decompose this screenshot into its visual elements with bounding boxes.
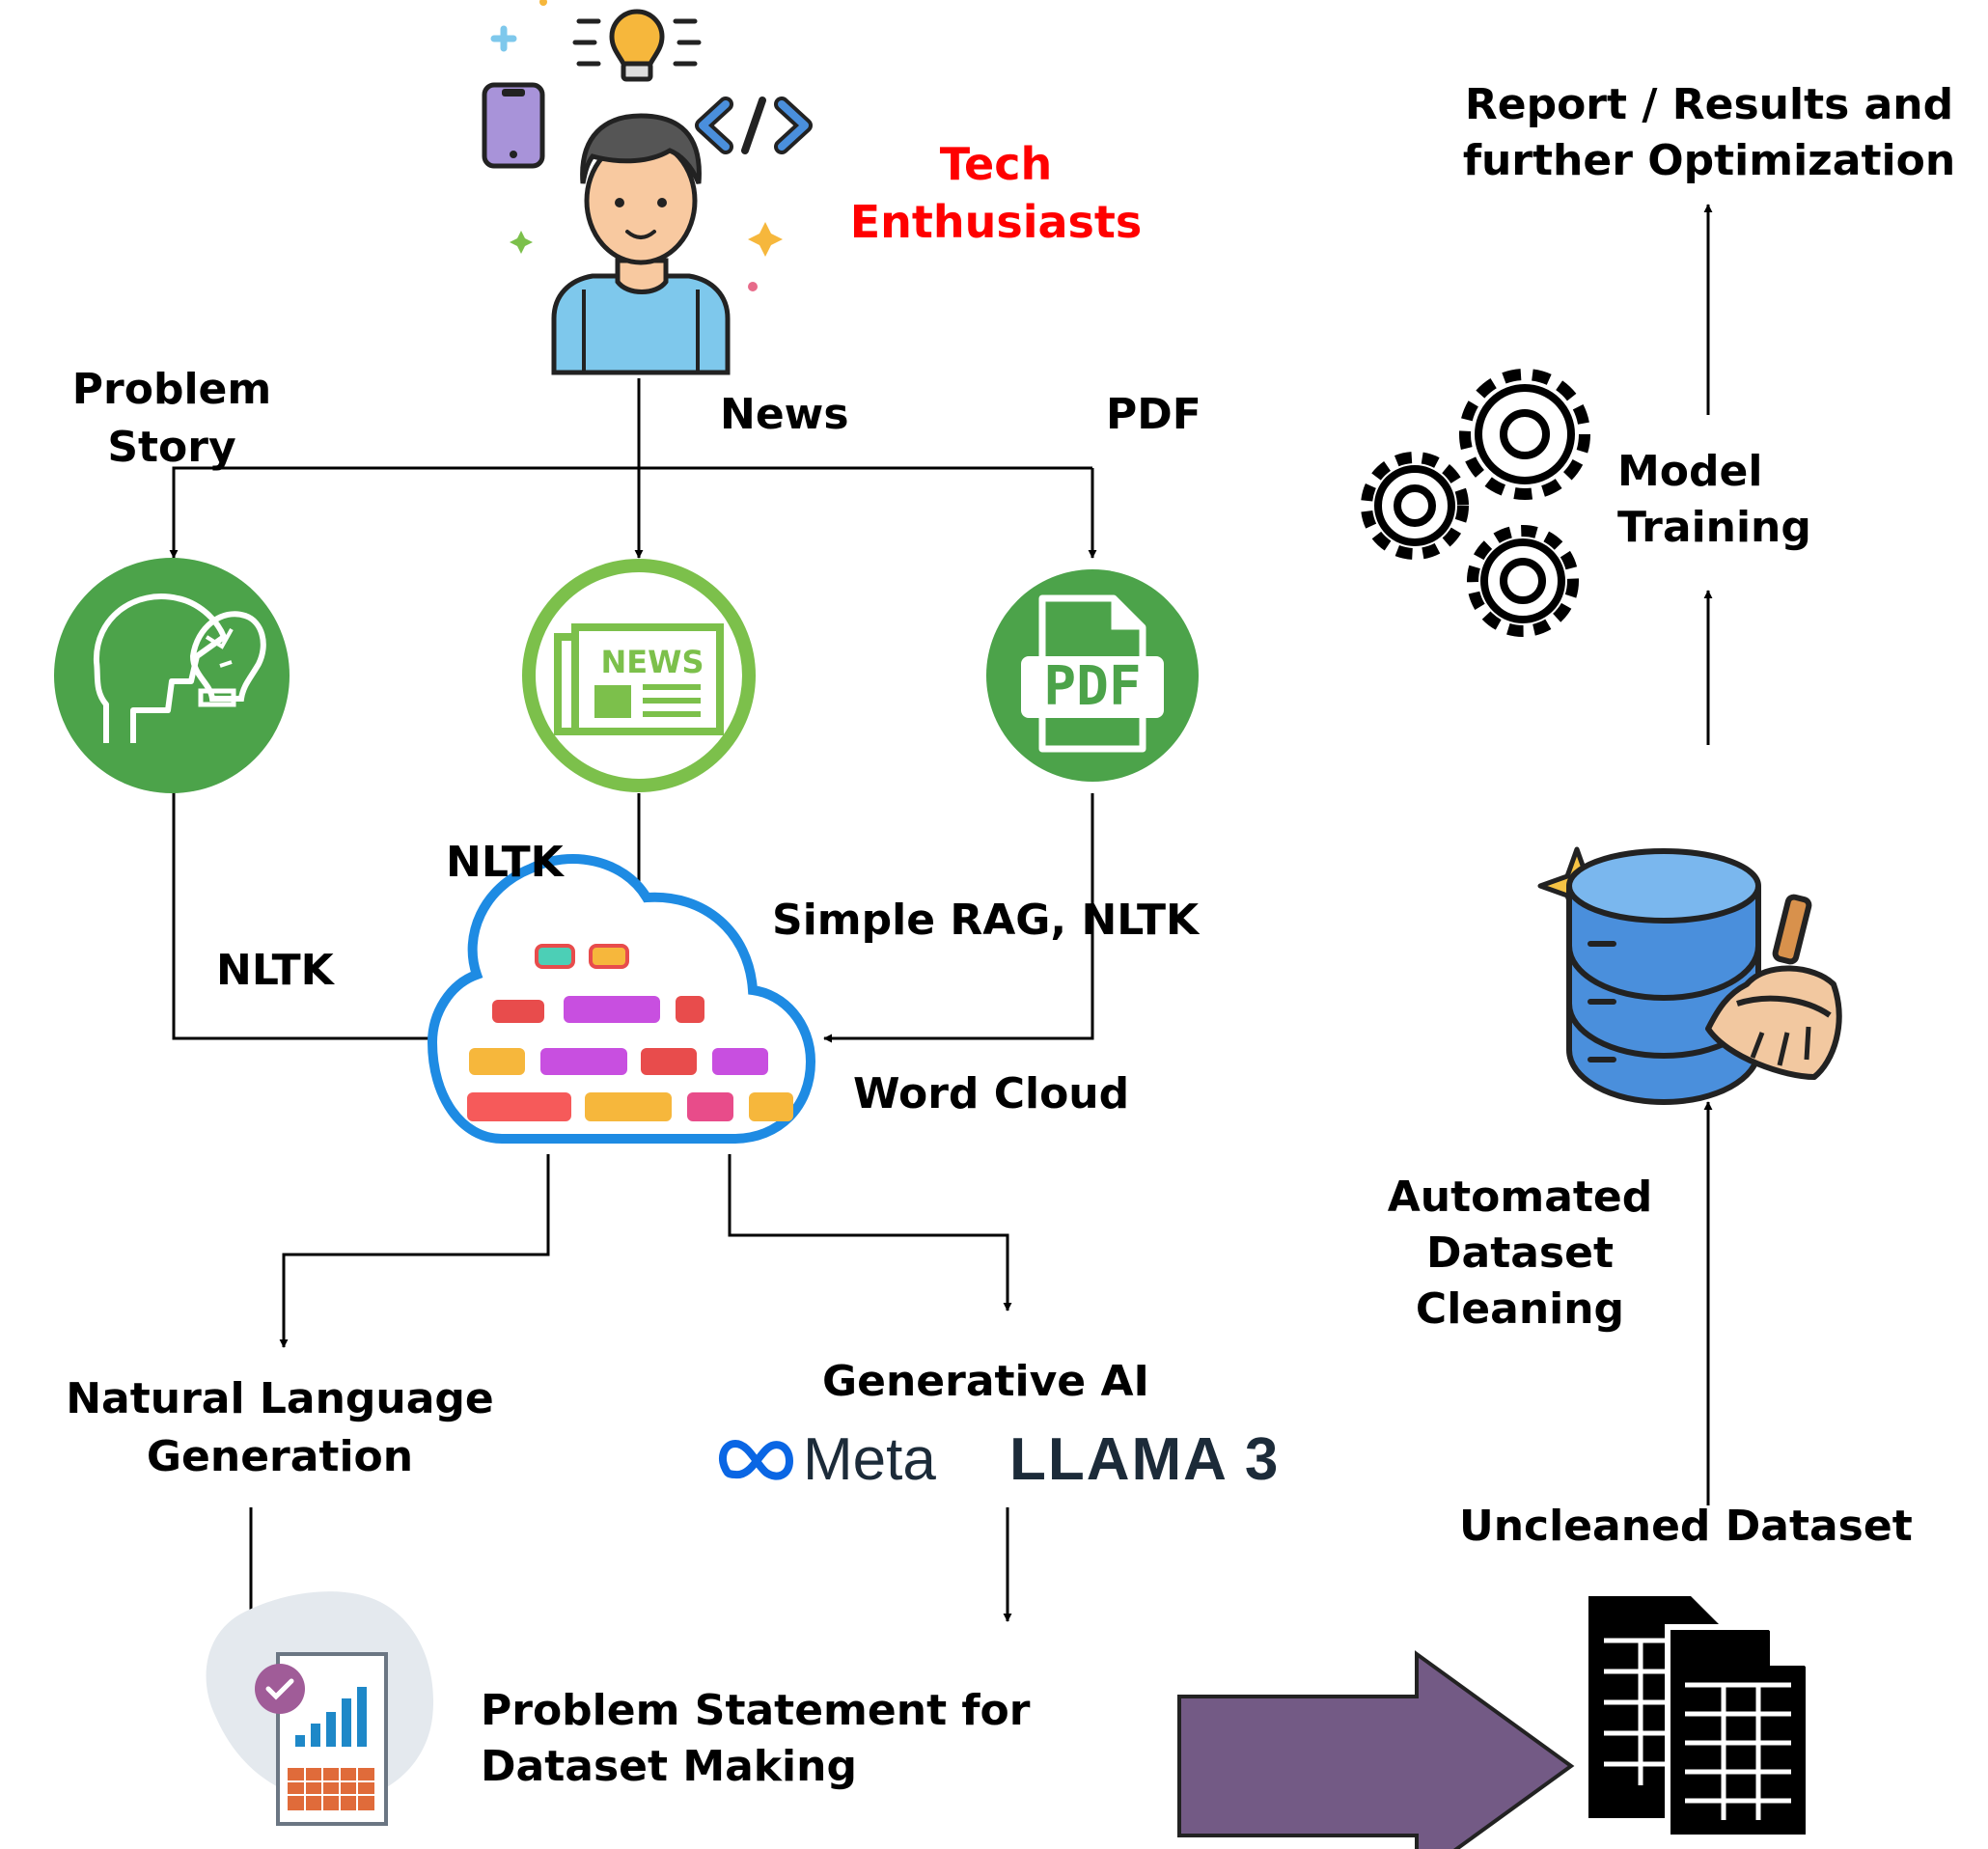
pdf-label: PDF [1106, 390, 1201, 439]
meta-infinity-icon [718, 1439, 794, 1480]
meta-logo-text: Meta [803, 1426, 936, 1493]
connectors [169, 204, 1713, 1622]
problem-statement-label: Problem Statement for Dataset Making [481, 1686, 1031, 1791]
brain-head-icon [54, 558, 290, 793]
pdf-icon: PDF [986, 569, 1199, 782]
word-cloud-label: Word Cloud [853, 1069, 1130, 1118]
news-icon-text: NEWS [601, 644, 704, 680]
simple-rag-label: Simple RAG, NLTK [772, 896, 1200, 945]
model-training-label: Model Training [1617, 447, 1811, 552]
automated-cleaning-label: Automated Dataset Cleaning [1387, 1173, 1653, 1334]
problem-story-label: Problem Story [71, 365, 272, 472]
flow-arrow-icon [1177, 1650, 1575, 1849]
tech-enthusiasts-label: Tech Enthusiasts [849, 138, 1143, 248]
spreadsheet-files-icon [1588, 1596, 1811, 1840]
nltk-story-label: NLTK [216, 946, 334, 995]
word-cloud-icon [427, 854, 816, 1144]
gears-icon [1361, 369, 1590, 637]
uncleaned-dataset-label: Uncleaned Dataset [1459, 1502, 1913, 1551]
report-label: Report / Results and further Optimizatio… [1462, 80, 1956, 185]
news-icon: NEWS [522, 559, 756, 792]
llama3-logo-text: LLAMA 3 [1009, 1426, 1281, 1493]
code-icon [695, 97, 813, 154]
news-label: News [720, 390, 849, 439]
pdf-icon-text: PDF [1043, 655, 1141, 718]
person-icon [482, 0, 813, 375]
generative-ai-label: Generative AI [822, 1357, 1149, 1406]
database-cleaning-icon [1537, 846, 1842, 1106]
report-sheet-icon [206, 1591, 434, 1826]
phone-icon [482, 82, 545, 169]
lightbulb-icon [572, 9, 702, 82]
nlg-label: Natural Language Generation [66, 1374, 494, 1481]
nltk-news-label: NLTK [446, 838, 564, 887]
